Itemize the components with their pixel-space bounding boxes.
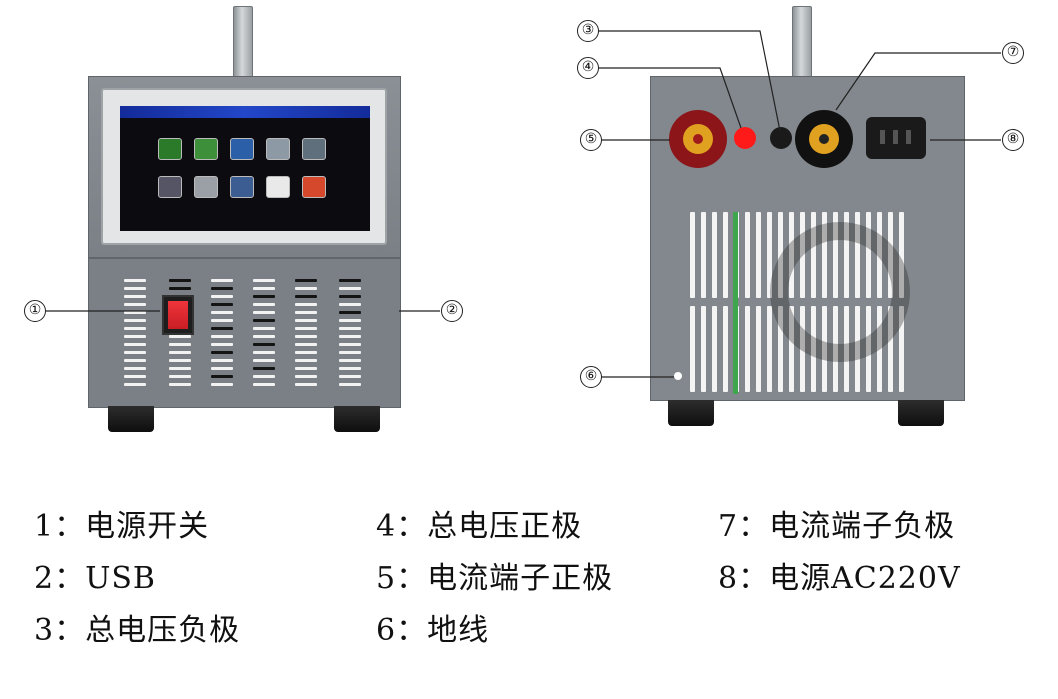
grill-slot xyxy=(888,306,893,392)
rear-left-foot xyxy=(668,400,714,426)
grill-slot xyxy=(723,306,728,392)
total-voltage-positive[interactable] xyxy=(734,127,756,149)
screen-app-icon xyxy=(158,176,182,198)
vent-column xyxy=(295,279,317,391)
callout-1: ① xyxy=(24,300,46,322)
screen-status-bar xyxy=(120,106,370,118)
front-right-foot xyxy=(334,406,380,432)
grill-slot xyxy=(701,212,706,298)
grill-slot xyxy=(745,212,750,298)
grill-slot xyxy=(756,306,761,392)
screen-app-icon xyxy=(266,138,290,160)
leader-line-3 xyxy=(598,30,781,132)
legend-item-3: 3：总电压负极 xyxy=(34,613,241,648)
callout-7: ⑦ xyxy=(1002,42,1024,64)
callout-2: ② xyxy=(441,300,463,322)
ac220v-power-socket[interactable] xyxy=(866,117,926,159)
grill-slot xyxy=(690,212,695,298)
ground-terminal[interactable] xyxy=(674,372,682,380)
internal-board-edge xyxy=(733,212,738,394)
callout-3: ③ xyxy=(577,20,599,42)
screen-app-icon xyxy=(194,138,218,160)
leader-line-4 xyxy=(598,67,742,129)
screen-app-icon xyxy=(230,176,254,198)
callout-8: ⑧ xyxy=(1002,129,1024,151)
grill-slot xyxy=(899,306,904,392)
legend-item-2: 2：USB xyxy=(34,561,156,596)
vent-column xyxy=(124,279,146,391)
front-vent-panel xyxy=(88,258,401,408)
current-terminal-negative-center xyxy=(819,134,829,144)
legend-item-4: 4：总电压正极 xyxy=(376,509,583,544)
grill-slot xyxy=(789,306,794,392)
screen-app-icon xyxy=(194,176,218,198)
grill-slot xyxy=(745,306,750,392)
callout-6: ⑥ xyxy=(580,366,602,388)
legend-item-7: 7：电流端子负极 xyxy=(718,509,956,544)
legend-item-5: 5：电流端子正极 xyxy=(376,561,614,596)
power-switch[interactable] xyxy=(162,295,194,335)
grill-slot xyxy=(712,306,717,392)
grill-slot xyxy=(690,306,695,392)
screen-app-icon xyxy=(266,176,290,198)
grill-slot xyxy=(712,212,717,298)
leader-line-7 xyxy=(835,52,1001,111)
rear-right-foot xyxy=(898,400,944,426)
front-left-foot xyxy=(108,406,154,432)
grill-slot xyxy=(767,212,772,298)
total-voltage-negative[interactable] xyxy=(770,127,792,149)
current-terminal-positive-center xyxy=(693,134,703,144)
legend-item-8: 8：电源AC220V xyxy=(718,561,961,596)
grill-slot xyxy=(778,306,783,392)
callout-5: ⑤ xyxy=(580,129,602,151)
grill-slot xyxy=(899,212,904,298)
screen-app-icon xyxy=(302,138,326,160)
grill-slot xyxy=(701,306,706,392)
grill-slot xyxy=(767,306,772,392)
vent-column xyxy=(253,279,275,391)
vent-column xyxy=(339,279,361,391)
touchscreen-display xyxy=(120,106,370,231)
legend-item-1: 1：电源开关 xyxy=(34,509,210,544)
screen-app-icon xyxy=(230,138,254,160)
legend-item-6: 6：地线 xyxy=(376,613,490,648)
screen-app-icon xyxy=(158,138,182,160)
screen-app-icon xyxy=(302,176,326,198)
vent-column xyxy=(211,279,233,391)
grill-slot xyxy=(723,212,728,298)
grill-slot xyxy=(756,212,761,298)
callout-4: ④ xyxy=(577,57,599,79)
